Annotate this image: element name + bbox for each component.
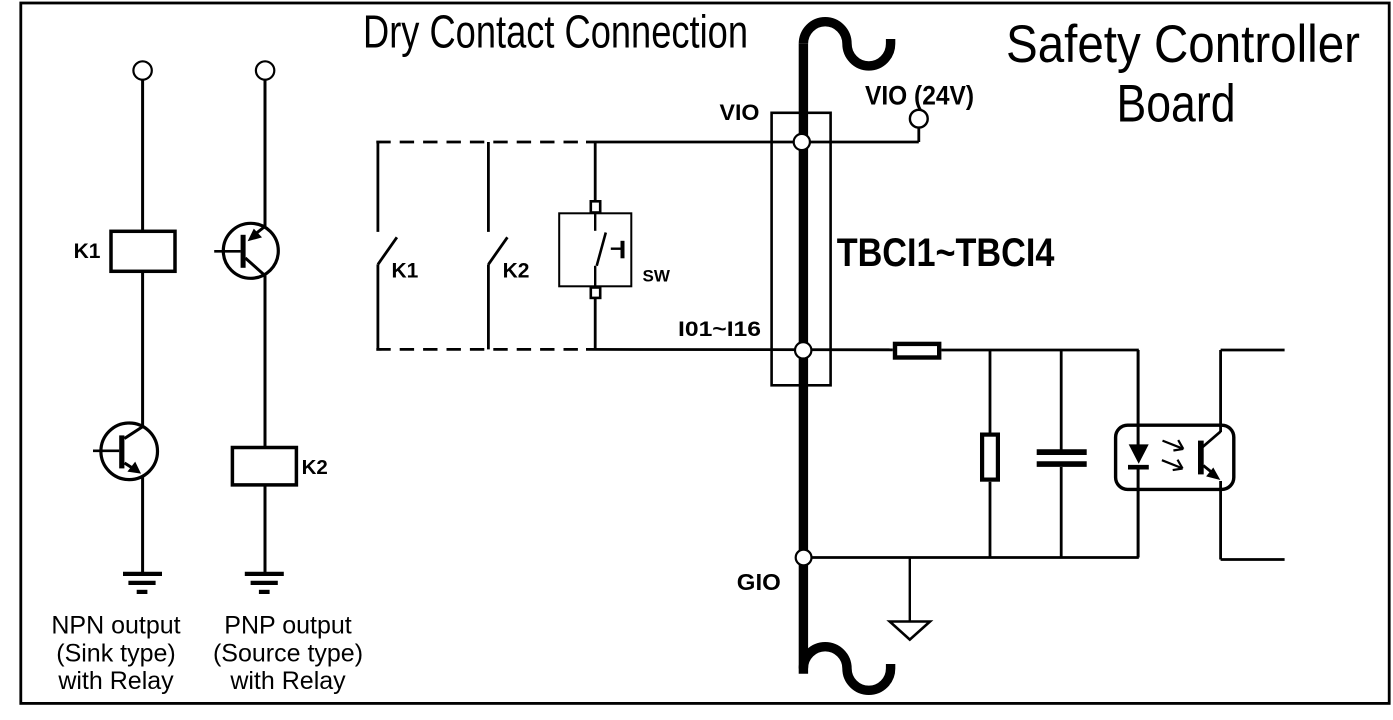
svg-text:Board: Board bbox=[1117, 75, 1236, 134]
svg-text:Safety Controller: Safety Controller bbox=[1006, 15, 1360, 74]
svg-text:K1: K1 bbox=[392, 260, 419, 283]
svg-text:Dry Contact Connection: Dry Contact Connection bbox=[363, 6, 748, 58]
svg-text:VIO: VIO bbox=[720, 100, 760, 125]
svg-text:GIO: GIO bbox=[737, 569, 781, 595]
svg-text:with Relay: with Relay bbox=[57, 667, 174, 695]
svg-text:VIO (24V): VIO (24V) bbox=[865, 81, 974, 111]
svg-text:K2: K2 bbox=[302, 456, 328, 479]
svg-text:NPN output: NPN output bbox=[51, 612, 180, 640]
svg-text:(Sink type): (Sink type) bbox=[56, 639, 175, 667]
svg-text:I01~I16: I01~I16 bbox=[678, 318, 761, 341]
svg-text:(Source type): (Source type) bbox=[213, 639, 363, 667]
svg-text:SW: SW bbox=[643, 267, 671, 286]
svg-text:TBCI1~TBCI4: TBCI1~TBCI4 bbox=[837, 231, 1055, 275]
svg-text:PNP output: PNP output bbox=[224, 612, 351, 640]
svg-text:with Relay: with Relay bbox=[229, 667, 346, 695]
svg-text:K2: K2 bbox=[503, 260, 530, 283]
svg-text:K1: K1 bbox=[74, 240, 101, 263]
